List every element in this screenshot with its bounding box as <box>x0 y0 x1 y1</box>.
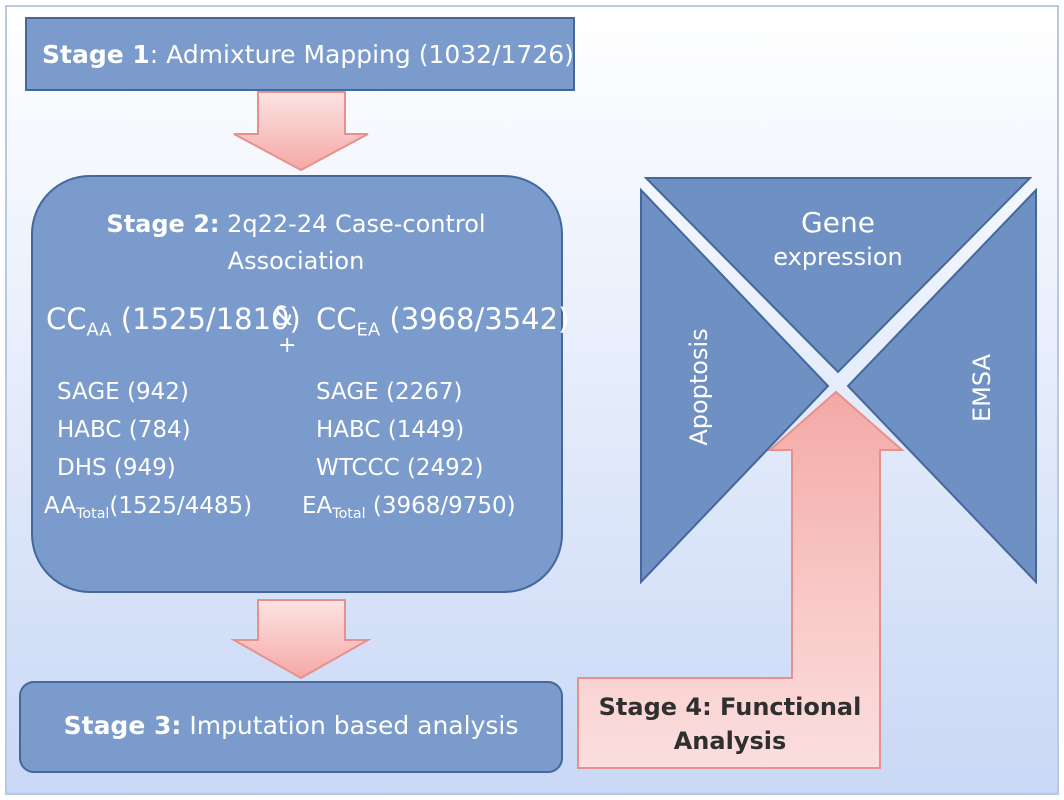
stage1-text: : Admixture Mapping (1032/1726) <box>149 40 574 69</box>
cc-ea-sub: EA <box>356 319 381 341</box>
aa-total-prefix: AA <box>44 493 77 519</box>
aa-cohort: SAGE (942) <box>57 379 189 405</box>
gene-label-line1: Gene <box>801 206 875 239</box>
stage3-text: Imputation based analysis <box>181 711 519 740</box>
stage2-title-line2: Association <box>227 247 365 275</box>
stage3-title: Stage 3: Imputation based analysis <box>22 710 560 742</box>
ea-cohort: WTCCC (2492) <box>316 455 484 481</box>
stage2-title-rest: 2q22-24 Case-control <box>219 210 486 238</box>
cc-aa: CCAA (1525/1810) <box>46 302 301 339</box>
emsa-label: EMSA <box>968 354 996 422</box>
cc-ea: CCEA (3968/3542) <box>316 302 570 339</box>
stage2-box <box>31 175 563 593</box>
aa-cohort: HABC (784) <box>57 417 191 443</box>
stage4-line2: Analysis <box>673 727 787 755</box>
aa-total: AATotal(1525/4485) <box>44 492 253 522</box>
cc-aa-sub: AA <box>86 319 112 341</box>
ampersand: & <box>272 301 294 332</box>
emsa-triangle <box>846 187 1037 585</box>
gene-label-line2: expression <box>773 243 903 271</box>
stage1-title: Stage 1: Admixture Mapping (1032/1726) <box>42 40 574 70</box>
stage4-arrow <box>577 390 905 769</box>
stage3-box <box>19 681 563 773</box>
ea-cohort: HABC (1449) <box>316 417 465 443</box>
gene-expression-label: Gene expression <box>740 205 936 273</box>
aa-total-sub: Total <box>76 505 110 522</box>
stage1-label: Stage 1 <box>42 40 150 69</box>
stage4-title: Stage 4: Functional Analysis <box>580 690 880 758</box>
ea-total-value: (3968/9750) <box>365 493 516 519</box>
cc-ea-value: (3968/3542) <box>380 302 570 336</box>
ea-cohort: SAGE (2267) <box>316 379 463 405</box>
ea-total: EATotal (3968/9750) <box>302 492 516 522</box>
cc-aa-value: (1525/1810) <box>111 302 301 336</box>
cc-ea-prefix: CC <box>316 302 357 336</box>
arrow-stage2-to-stage3 <box>230 599 372 680</box>
stage2-title: Stage 2: 2q22-24 Case-control Associatio… <box>48 206 544 280</box>
gene-expression-triangle <box>643 177 1033 374</box>
stage3-label: Stage 3: <box>63 711 182 740</box>
ea-total-prefix: EA <box>302 493 333 519</box>
aa-cohort: DHS (949) <box>57 455 176 481</box>
apoptosis-label: Apoptosis <box>685 328 713 446</box>
stage4-line1: Stage 4: Functional <box>598 693 862 721</box>
aa-total-value: (1525/4485) <box>109 493 253 519</box>
arrow-stage1-to-stage2 <box>233 91 369 172</box>
apoptosis-triangle <box>640 187 830 585</box>
ea-total-sub: Total <box>332 505 366 522</box>
cc-aa-prefix: CC <box>46 302 87 336</box>
stage1-box <box>25 17 575 91</box>
plus-sign: + <box>278 333 297 358</box>
stage2-label: Stage 2: <box>106 210 220 238</box>
